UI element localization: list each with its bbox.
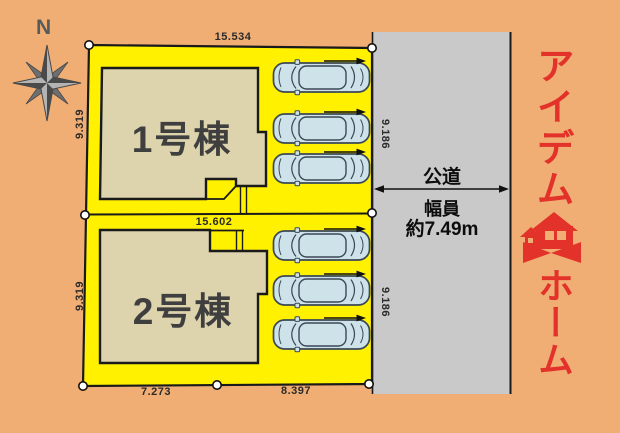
car-icon [272,224,371,264]
lot-divider-line [84,212,373,216]
dimension-bottom-right: 8.397 [280,385,312,397]
survey-points [78,39,377,391]
dimension-left-lower: 9.319 [74,280,86,312]
logo-text-top: アイデム [530,46,572,210]
car-icon [272,269,371,309]
car-icon [272,107,371,147]
dimension-middle: 15.602 [195,216,233,228]
compass-north-label: N [36,16,52,39]
car-icon [272,313,371,353]
building-1-footprint [98,66,268,213]
car-icon [272,147,371,187]
road-width-arrow [374,185,509,193]
dimension-right-lower: 9.186 [379,286,391,318]
dimension-top: 15.534 [214,31,252,43]
logo-text-bottom: ホーム [533,266,574,378]
dimension-bottom-left: 7.273 [140,386,172,398]
logo-house-icon [520,212,581,263]
building-2-footprint [98,228,269,365]
building-1-label: 1号棟 [131,119,233,160]
compass-icon [12,44,82,122]
road-name-label: 公道 [422,167,461,188]
road-width-caption-1: 幅員 [424,199,460,219]
dimension-right-upper: 9.186 [379,118,391,150]
road-width-caption-2: 約7.49m [405,219,479,240]
car-icon [272,56,371,96]
road-area [371,32,512,394]
dimension-left-upper: 9.319 [74,108,86,140]
building-2-label: 2号棟 [132,291,234,332]
